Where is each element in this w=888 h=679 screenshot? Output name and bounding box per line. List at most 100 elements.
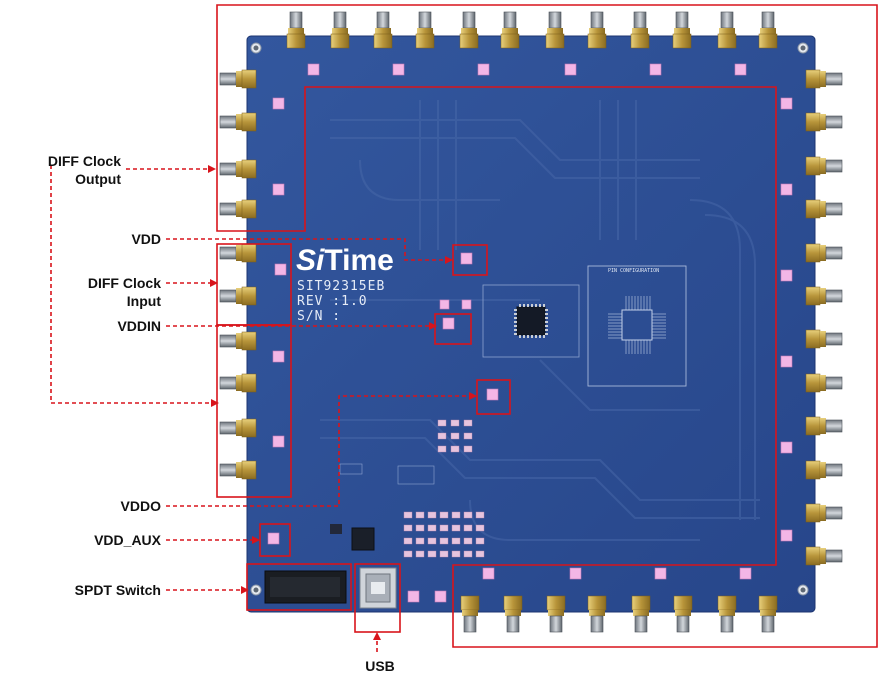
test-point (272, 350, 285, 363)
sma-connector-left (219, 243, 257, 263)
mounting-holes (250, 42, 809, 596)
sma-connector-left (219, 69, 257, 89)
sma-connector-left (219, 373, 257, 393)
sma-connector-left (219, 159, 257, 179)
test-point (439, 299, 450, 310)
board-part-number: SIT92315EB (297, 279, 386, 294)
test-point (272, 183, 285, 196)
vddo-box (476, 379, 511, 415)
sma-connector-right (805, 69, 843, 89)
sma-connector-bottom (503, 595, 523, 633)
highlight-annotations (216, 4, 878, 648)
test-point (780, 97, 793, 110)
test-point (482, 567, 495, 580)
sma-connector-right (805, 416, 843, 436)
test-point (272, 435, 285, 448)
sma-connector-top (758, 11, 778, 49)
sma-connector-right (805, 243, 843, 263)
sma-connector-top (415, 11, 435, 49)
test-point (780, 441, 793, 454)
sma-connector-top (286, 11, 306, 49)
test-point (460, 252, 473, 265)
sma-connector-right (805, 503, 843, 523)
sma-connector-bottom (546, 595, 566, 633)
test-point (780, 355, 793, 368)
test-point (477, 63, 490, 76)
sma-connector-left (219, 199, 257, 219)
label-vdd-aux: VDD_AUX (94, 532, 161, 548)
sma-connector-right (805, 112, 843, 132)
logo-si: Si (296, 244, 325, 277)
label-diff-clock-output-line2: Output (75, 171, 121, 187)
pin-config-title: PIN CONFIGURATION (608, 268, 660, 274)
test-point (649, 63, 662, 76)
sma-connector-right (805, 156, 843, 176)
regulator-u4 (330, 524, 375, 551)
label-diff-clock-output: DIFF Clock Output (20, 152, 121, 188)
test-point (272, 97, 285, 110)
sma-connector-left (219, 286, 257, 306)
sma-connector-right (805, 546, 843, 566)
sma-connector-top (459, 11, 479, 49)
test-point (407, 590, 420, 603)
sma-connector-bottom (673, 595, 693, 633)
pcb-chip-area (482, 265, 687, 387)
label-diff-clock-output-line1: DIFF Clock (47, 153, 121, 169)
sitime-logo: SiTime (296, 244, 394, 278)
board-revision: REV :1.0 (297, 294, 368, 309)
test-point (734, 63, 747, 76)
sma-connector-right (805, 460, 843, 480)
sma-connector-top (587, 11, 607, 49)
usb-connector (359, 567, 397, 609)
sma-connector-bottom (631, 595, 651, 633)
sma-connector-top (373, 11, 393, 49)
sma-connector-bottom (758, 595, 778, 633)
sma-connector-bottom (460, 595, 480, 633)
label-spdt-switch: SPDT Switch (74, 582, 161, 598)
test-point (569, 567, 582, 580)
usb-box (354, 563, 401, 633)
sma-connector-left (219, 460, 257, 480)
test-point (564, 63, 577, 76)
label-vddo: VDDO (120, 498, 161, 514)
spdt-switch (264, 570, 347, 604)
test-point (434, 590, 447, 603)
test-point (780, 529, 793, 542)
sma-connectors (219, 11, 843, 633)
sma-connector-left (219, 112, 257, 132)
test-point (442, 317, 455, 330)
pcb-traces (320, 100, 760, 541)
sma-connector-bottom (717, 595, 737, 633)
callout-lines (50, 165, 470, 652)
sma-connector-left (219, 331, 257, 351)
sma-connector-right (805, 373, 843, 393)
label-diff-clock-input-line2: Input (126, 293, 161, 309)
board-serial: S/N : (297, 309, 342, 324)
test-point (274, 263, 287, 276)
sma-connector-top (672, 11, 692, 49)
test-point (392, 63, 405, 76)
sma-connector-left (219, 418, 257, 438)
test-points (267, 63, 793, 603)
sma-connector-top (330, 11, 350, 49)
test-point (461, 299, 472, 310)
sma-connector-right (805, 199, 843, 219)
sma-connector-top (500, 11, 520, 49)
test-point (267, 532, 280, 545)
test-point (739, 567, 752, 580)
output-connectors-frame (216, 4, 878, 648)
vddin-box (434, 313, 472, 345)
label-vdd: VDD (131, 231, 161, 247)
lower-output-box (216, 324, 292, 498)
logo-time: Time (324, 244, 394, 277)
sma-connector-right (805, 286, 843, 306)
label-diff-clock-input: DIFF Clock Input (60, 274, 161, 310)
sma-connector-top (717, 11, 737, 49)
test-point (654, 567, 667, 580)
label-vddin: VDDIN (117, 318, 161, 334)
sma-connector-top (545, 11, 565, 49)
sma-connector-right (805, 329, 843, 349)
spdt-box (246, 563, 352, 611)
